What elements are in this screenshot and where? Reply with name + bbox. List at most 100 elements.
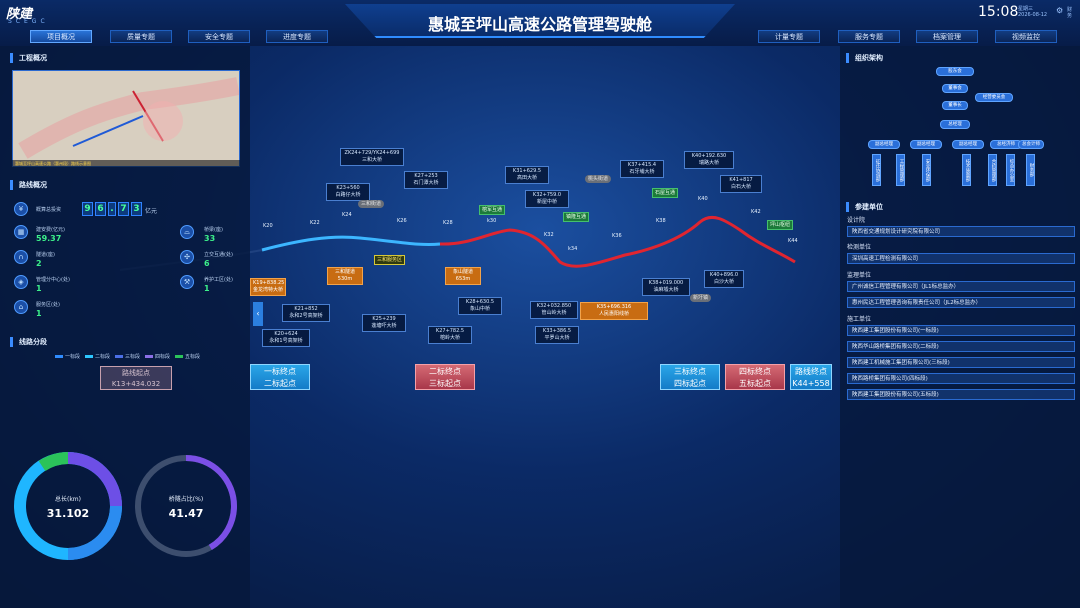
- stat-value: 1: [36, 284, 42, 293]
- k-marker: K24: [342, 212, 352, 218]
- stat-label: 服务区(处): [36, 302, 60, 308]
- gear-icon[interactable]: ⚙: [1056, 6, 1064, 15]
- route-start-label: 路线起点: [122, 369, 150, 377]
- legend-label: 四标段: [155, 354, 171, 360]
- ring2-label: 桥隧占比(%): [168, 496, 204, 503]
- service-area-label[interactable]: 三和服务区: [374, 255, 406, 265]
- weekday: 星期三: [1018, 6, 1034, 12]
- tab-progress[interactable]: 进度专题: [266, 30, 328, 43]
- k-marker: K44: [788, 238, 798, 244]
- unit-row: 陕西建工机械施工集团有限公司(三标段): [847, 357, 1075, 368]
- legend-swatch: [85, 355, 93, 358]
- legend-label: 三标段: [125, 354, 141, 360]
- k-marker: K42: [751, 209, 761, 215]
- stat-label: 桥梁(座): [204, 227, 223, 233]
- thumbnail-map-image: [13, 71, 239, 166]
- section-project: 工程概况: [10, 53, 47, 63]
- tab-metering[interactable]: 计量专题: [758, 30, 820, 43]
- k-marker: K32: [544, 232, 554, 238]
- segment-box[interactable]: 二标终点三标起点: [415, 364, 475, 390]
- maintenance-icon: ⚒: [180, 275, 194, 289]
- ring2-progress: [135, 455, 237, 557]
- logo-sub: SCEGC: [8, 18, 49, 25]
- tab-safety[interactable]: 安全专题: [188, 30, 250, 43]
- ring1-label: 总长(km): [54, 496, 81, 503]
- legend-item: 一标段: [55, 353, 80, 360]
- legend-item: 二标段: [85, 353, 110, 360]
- org-node: 总经理: [940, 120, 970, 129]
- thumbnail-caption: 惠城至坪山高速公路（惠州段）路线示意图: [12, 160, 240, 167]
- unit-row: 陕西省交通规划设计研究院有限公司: [847, 226, 1075, 237]
- tab-quality[interactable]: 质量专题: [110, 30, 172, 43]
- stat-value: 6: [204, 259, 210, 268]
- town-label: 三和街道: [358, 200, 385, 208]
- interchange-label[interactable]: 镇隆互通: [563, 212, 590, 222]
- interchange-label[interactable]: 榕军互通: [479, 205, 506, 215]
- right-panel: [840, 46, 1080, 608]
- ring2-value: 41.47: [168, 507, 204, 520]
- unit-row: 惠州民达工程管理咨询有限责任公司（JL2标总监办）: [847, 297, 1075, 308]
- segment-box[interactable]: 一标终点二标起点: [250, 364, 310, 390]
- interchange-label[interactable]: 坪山枢纽: [767, 220, 794, 230]
- legend-swatch: [175, 355, 183, 358]
- org-node: 副总经理: [910, 140, 942, 149]
- section-org: 组织架构: [846, 53, 883, 63]
- legend-item: 四标段: [145, 353, 170, 360]
- org-node: 副总经理: [868, 140, 900, 149]
- invest-digit: 3: [131, 202, 142, 216]
- invest-unit: 亿元: [145, 208, 158, 215]
- legend-swatch: [115, 355, 123, 358]
- org-dept: 技术质量部: [962, 154, 971, 186]
- route-start-box[interactable]: 路线起点 K13+434.032: [100, 366, 172, 390]
- unit-row: 深圳高速工程检测有限公司: [847, 253, 1075, 264]
- org-node: 总会计师: [1018, 140, 1044, 149]
- segment-box[interactable]: 三标终点四标起点: [660, 364, 720, 390]
- invest-label: 概算总投资: [36, 207, 62, 213]
- tab-overview[interactable]: 项目概况: [30, 30, 92, 43]
- tab-archive[interactable]: 档案管理: [916, 30, 978, 43]
- logo: 陕建: [6, 7, 33, 22]
- org-node: 董事长: [942, 101, 968, 110]
- section-units: 参建单位: [846, 202, 883, 212]
- unit-head: 监理单位: [847, 272, 872, 279]
- segment-box[interactable]: 四标终点五标起点: [725, 364, 785, 390]
- collapse-left-button[interactable]: ‹: [253, 302, 263, 326]
- ring-bridge-tunnel: [135, 455, 237, 557]
- invest-digit: .: [108, 202, 116, 216]
- stat-value: 1: [36, 309, 42, 318]
- date: 2026-08-12: [1018, 12, 1048, 18]
- legend-item: 三标段: [115, 353, 140, 360]
- tab-video[interactable]: 视频监控: [995, 30, 1057, 43]
- page-title: 惠城至坪山高速公路管理驾驶舱: [427, 15, 652, 34]
- unit-row: 广州诚信工程管理有限公司（JL1标总监办）: [847, 281, 1075, 292]
- route-thumbnail[interactable]: [12, 70, 240, 167]
- tab-service[interactable]: 服务专题: [838, 30, 900, 43]
- legend-label: 五标段: [185, 354, 201, 360]
- user-menu[interactable]: 财务: [1067, 7, 1073, 19]
- route-line-blue: [261, 235, 441, 252]
- section-segment: 线路分段: [10, 337, 47, 347]
- interchange-label[interactable]: 石屋互通: [652, 188, 679, 198]
